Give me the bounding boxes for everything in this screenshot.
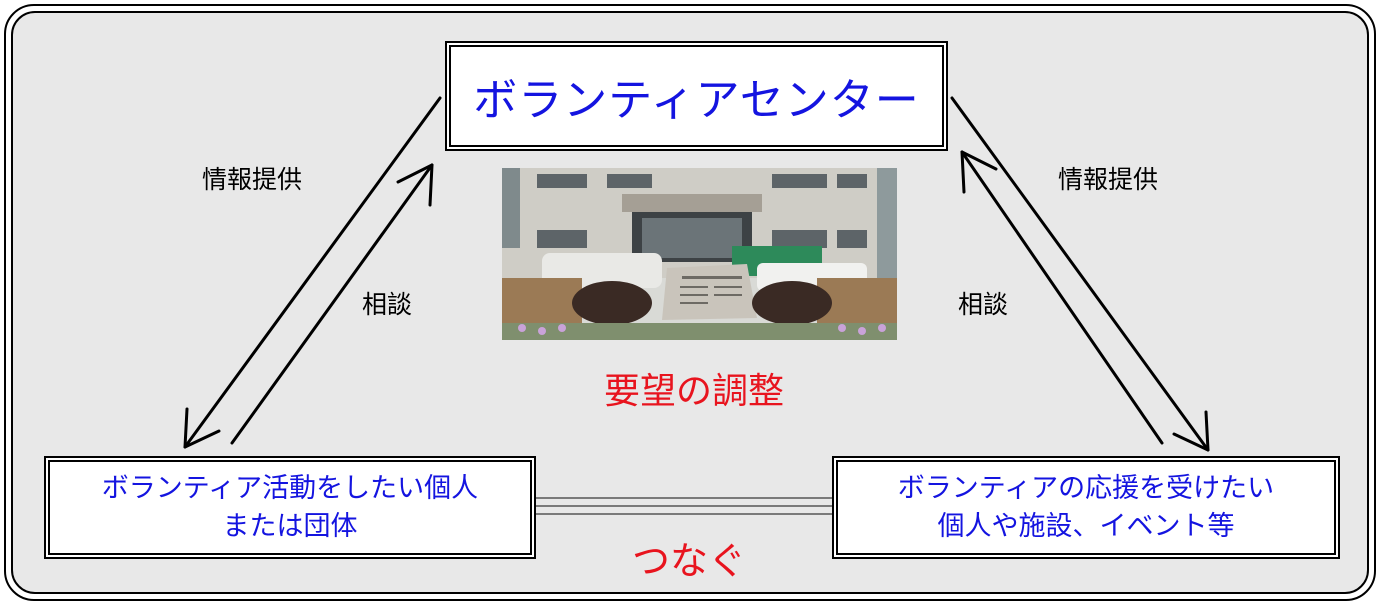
support-recipient-line2: 個人や施設、イベント等 [937,510,1235,542]
volunteer-individual-line1: ボランティア活動をしたい個人 [101,472,479,504]
volunteer-individual-line2: または団体 [222,510,358,542]
info-provision-label-right: 情報提供 [1058,165,1159,194]
volunteer-individual-box: ボランティア活動をしたい個人 または団体 [44,456,536,559]
panel-outer-border [4,4,1376,601]
consultation-label-left: 相談 [362,290,413,319]
volunteer-center-title: ボランティアセンター [473,75,920,126]
support-recipient-box: ボランティアの応援を受けたい 個人や施設、イベント等 [832,456,1340,559]
request-coordination-label: 要望の調整 [604,371,785,412]
center-building-photo [502,168,897,340]
volunteer-center-box: ボランティアセンター [445,41,948,151]
connect-label: つなぐ [632,539,747,583]
info-provision-label-left: 情報提供 [202,165,303,194]
consultation-label-right: 相談 [958,290,1009,319]
support-recipient-line1: ボランティアの応援を受けたい [897,472,1275,504]
